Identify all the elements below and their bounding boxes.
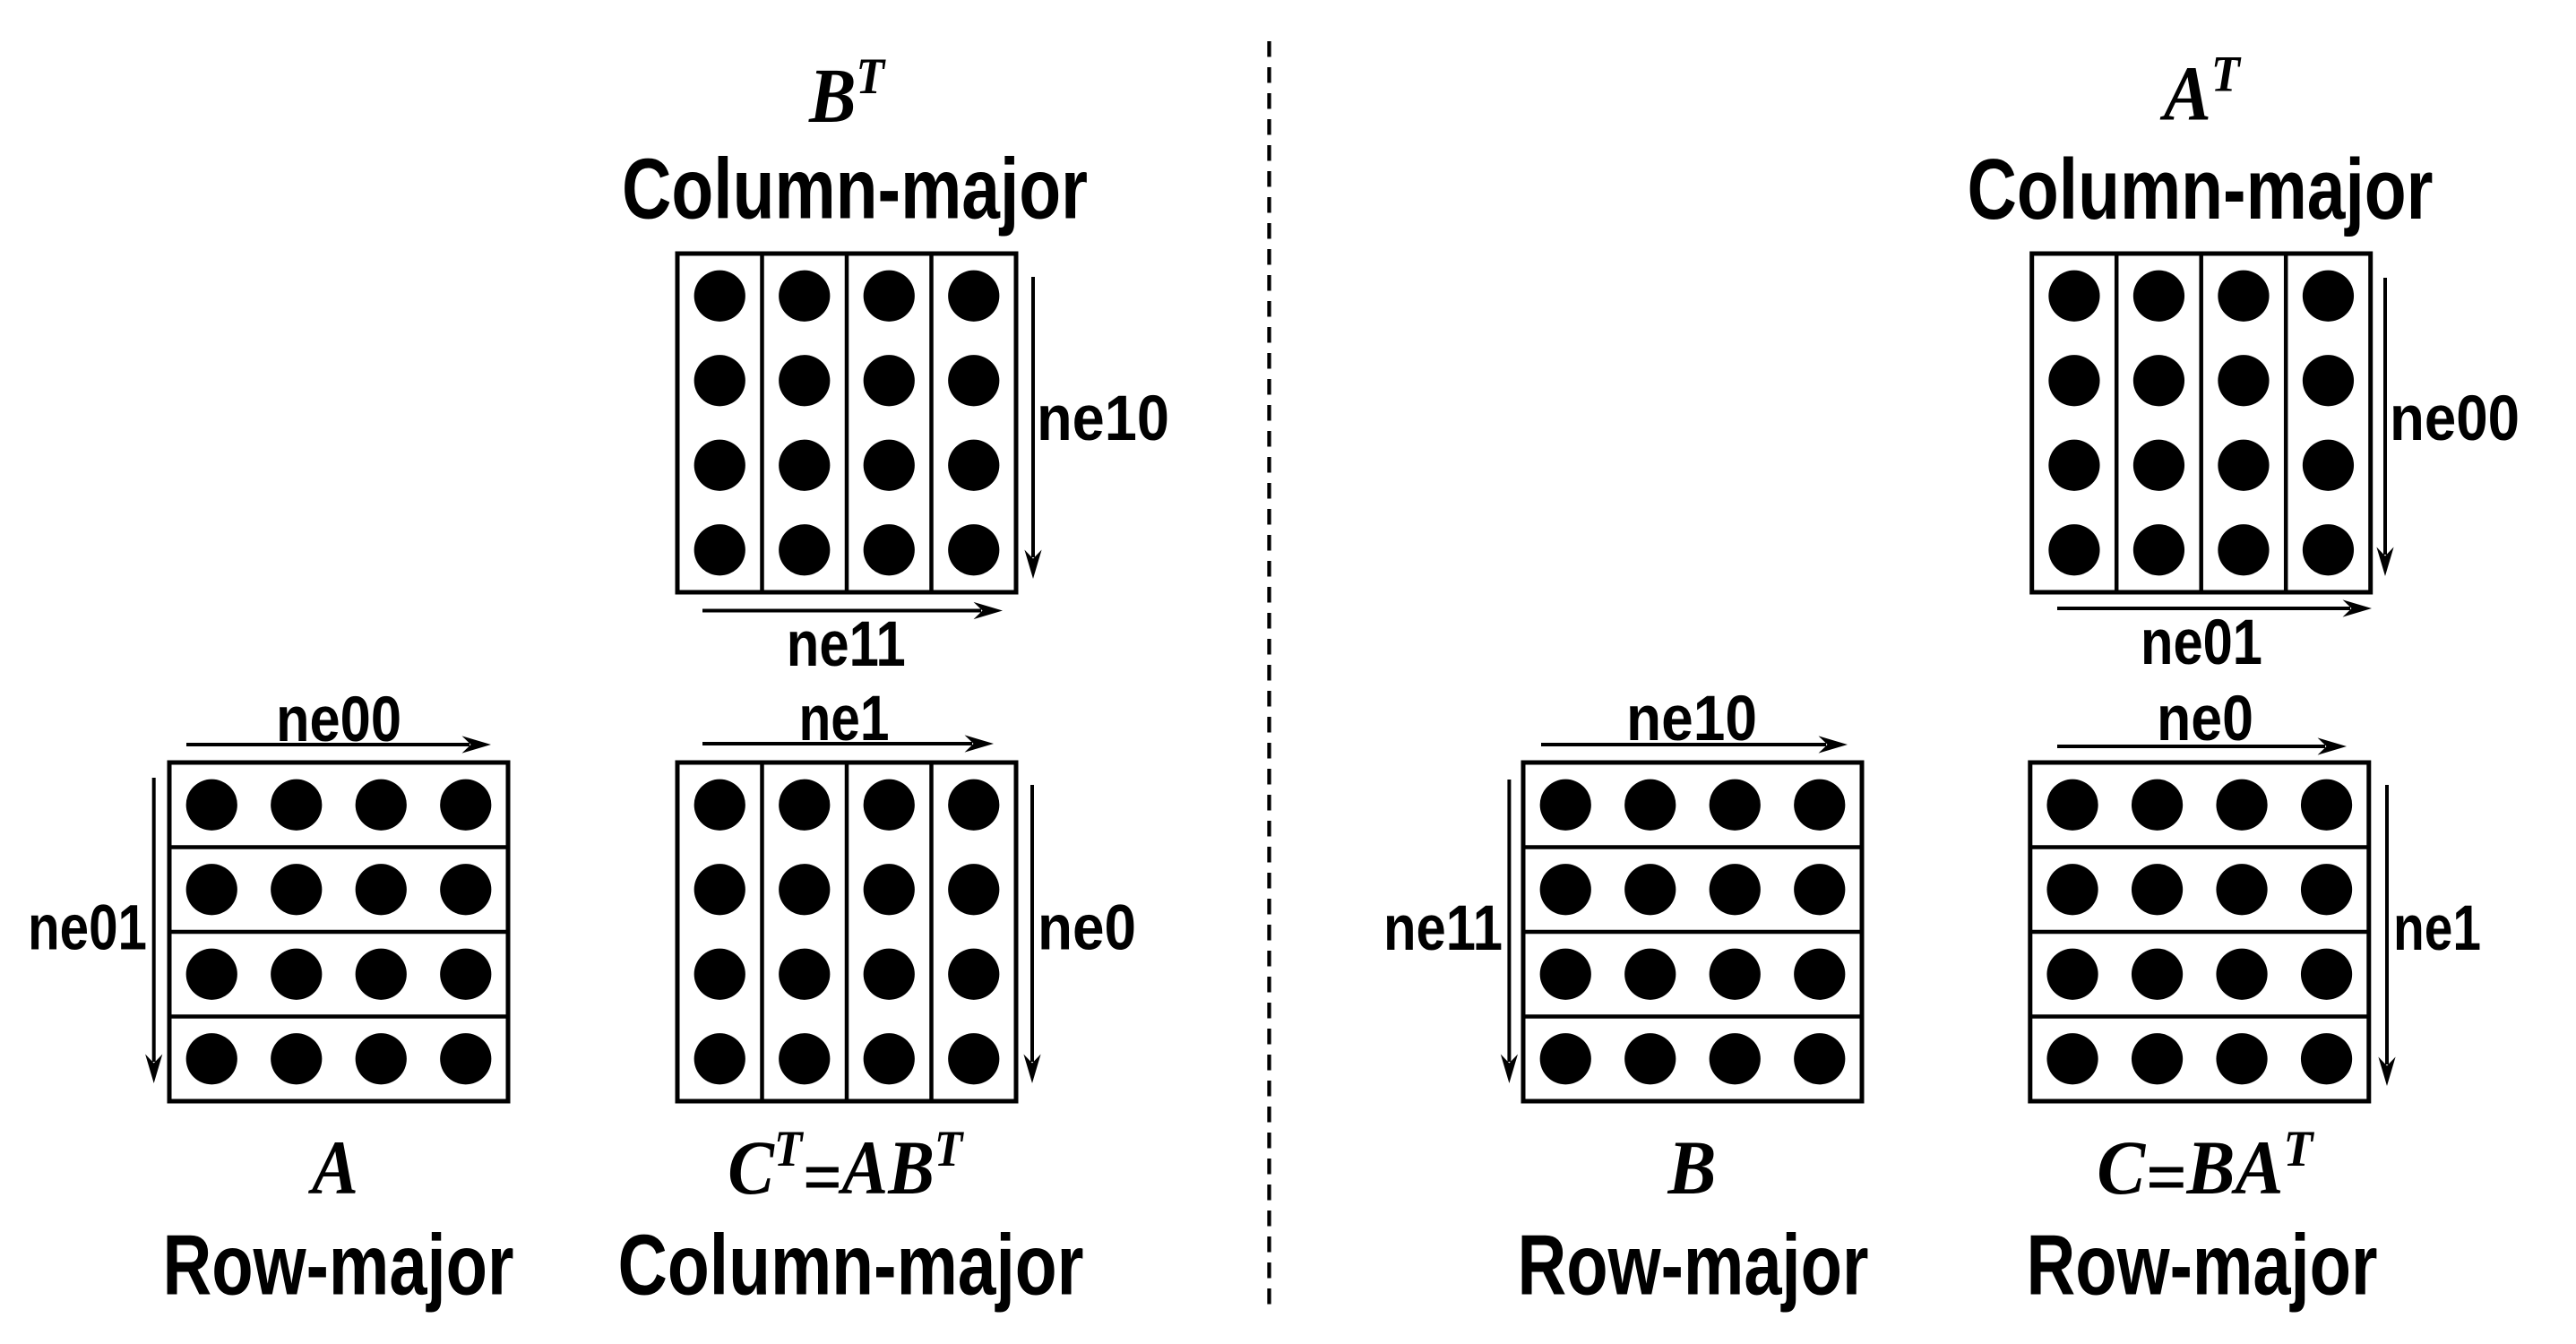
svg-text:ne01: ne01 <box>2141 607 2262 678</box>
svg-text:Column-major: Column-major <box>618 1218 1084 1314</box>
svg-text:ne0: ne0 <box>1038 893 1136 964</box>
svg-text:Row-major: Row-major <box>163 1218 514 1314</box>
svg-text:ne10: ne10 <box>1037 383 1169 454</box>
svg-text:Column-major: Column-major <box>622 142 1088 237</box>
svg-text:ne00: ne00 <box>276 685 401 755</box>
svg-text:Row-major: Row-major <box>2027 1218 2378 1314</box>
svg-text:CT=ABT: CT=ABT <box>728 1121 964 1220</box>
svg-text:ne1: ne1 <box>2393 893 2481 964</box>
svg-text:ne00: ne00 <box>2390 383 2520 454</box>
svg-text:ne01: ne01 <box>28 893 147 964</box>
svg-text:ne10: ne10 <box>1626 684 1757 754</box>
svg-text:ne11: ne11 <box>787 609 906 680</box>
svg-text:ne11: ne11 <box>1383 893 1503 964</box>
svg-text:B: B <box>1667 1124 1717 1210</box>
svg-text:Column-major: Column-major <box>1968 142 2434 237</box>
svg-text:BT: BT <box>808 48 886 139</box>
svg-text:C=BAT: C=BAT <box>2097 1121 2314 1220</box>
svg-text:Row-major: Row-major <box>1518 1218 1869 1314</box>
svg-text:ne0: ne0 <box>2157 684 2253 754</box>
svg-text:A: A <box>307 1124 358 1210</box>
svg-text:AT: AT <box>2159 47 2242 137</box>
svg-text:ne1: ne1 <box>799 684 890 754</box>
